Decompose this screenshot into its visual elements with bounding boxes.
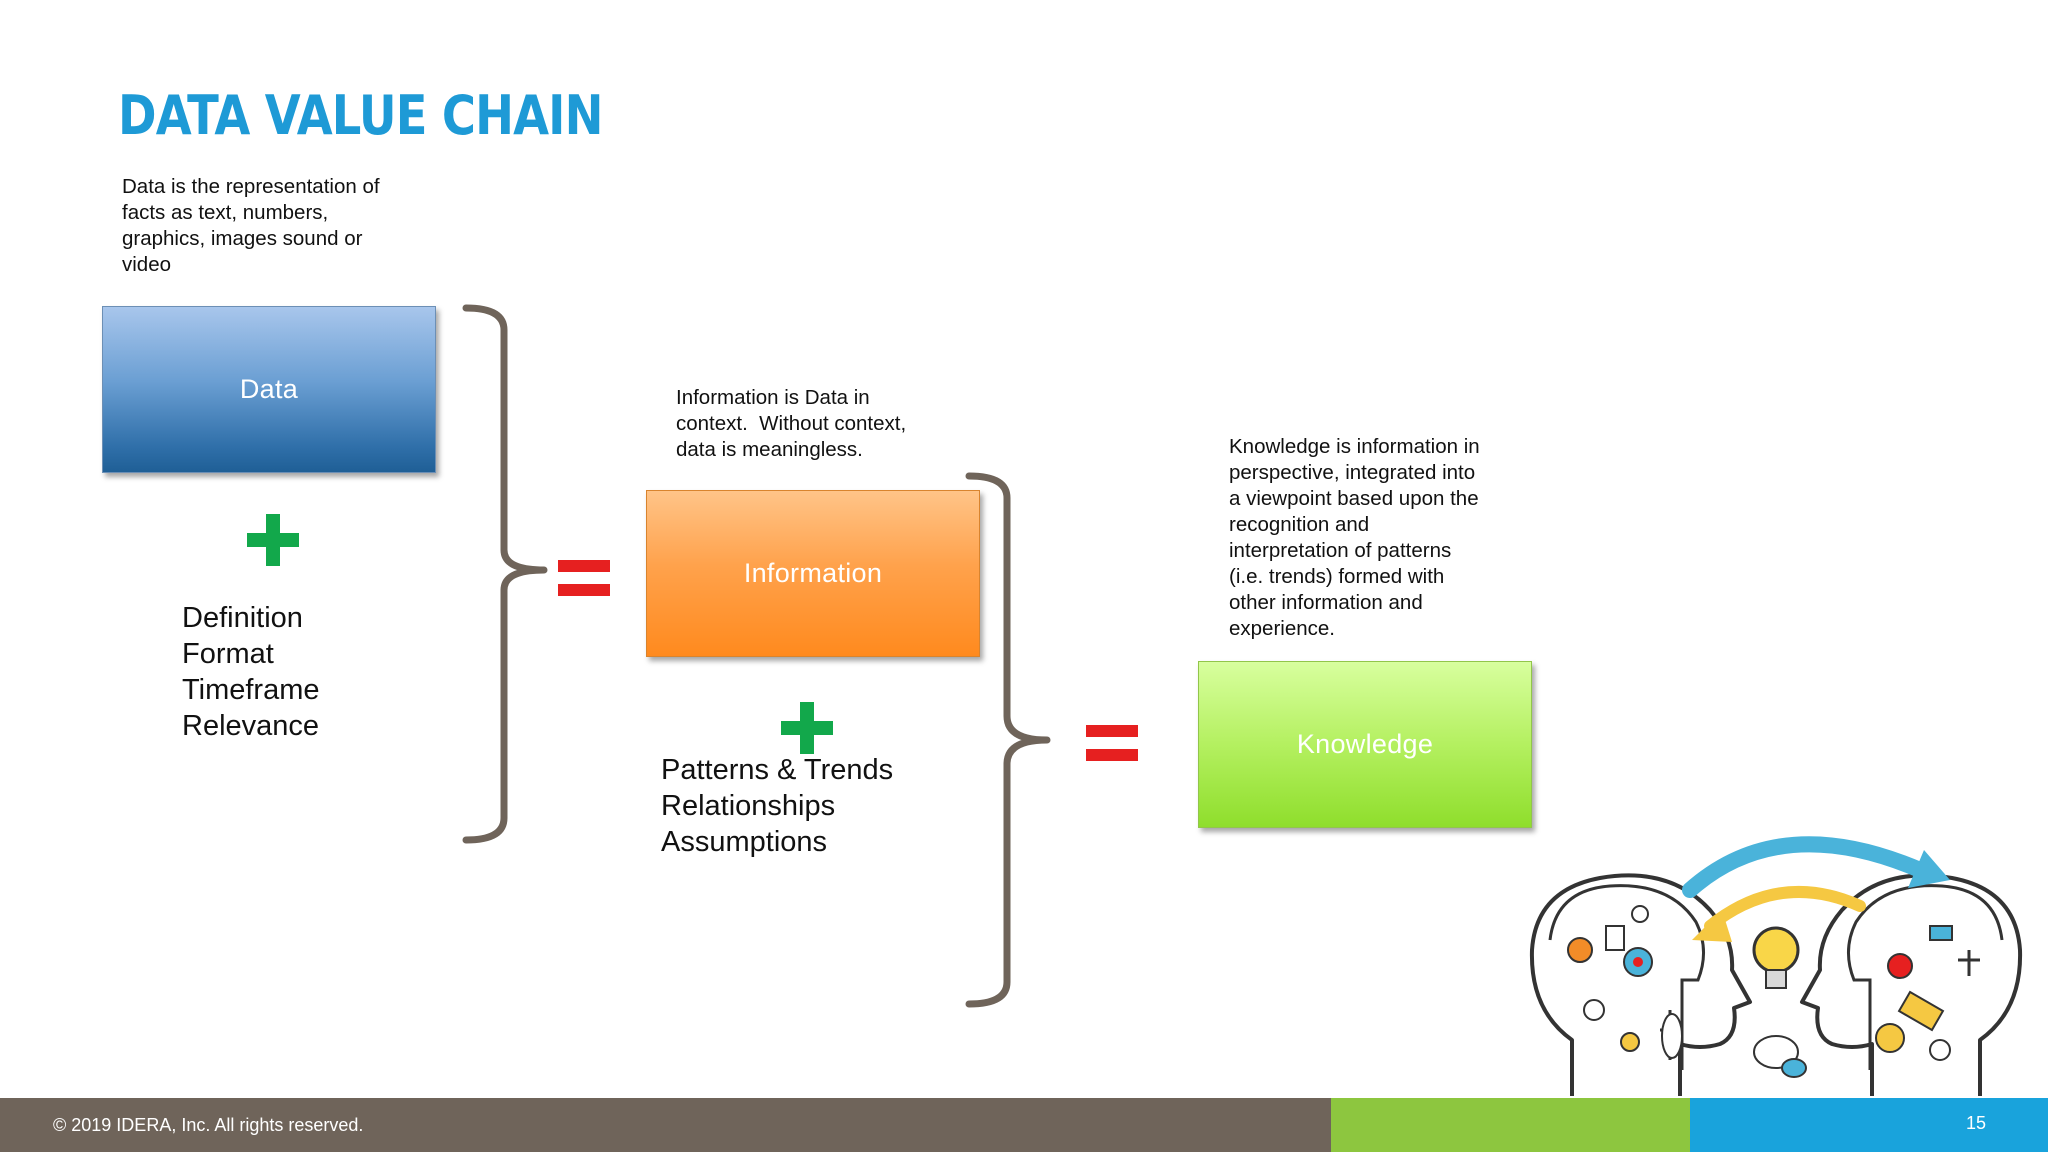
equals-icon [1086,725,1138,761]
footer-blue-segment [1690,1098,2048,1152]
information-box-label: Information [743,558,883,588]
page-number: 15 [1966,1113,1987,1133]
footer-bar: © 2019 IDERA, Inc. All rights reserved. … [0,1098,2048,1152]
plus-icon [781,702,833,754]
page-title: DATA VALUE CHAIN [118,84,603,147]
information-attributes: Patterns & Trends Relationships Assumpti… [661,754,894,858]
knowledge-box: Knowledge [1198,661,1532,828]
knowledge-box-label: Knowledge [1296,729,1434,759]
bracket-icon [965,472,1051,1008]
knowledge-description: Knowledge is information in perspective,… [1229,435,1480,640]
information-description: Information is Data in context. Without … [676,386,907,461]
footer-gray-segment [0,1098,1331,1152]
plus-icon [247,514,299,566]
two-heads-exchanging-ideas-icon [1529,836,2023,1096]
data-box: Data [102,306,436,473]
footer-green-segment [1331,1098,1690,1152]
data-attributes: Definition Format Timeframe Relevance [182,602,320,742]
bracket-icon [462,304,548,844]
data-box-label: Data [239,374,299,404]
equals-icon [558,560,610,596]
information-box: Information [646,490,980,657]
copyright-text: © 2019 IDERA, Inc. All rights reserved. [53,1115,364,1135]
data-description: Data is the representation of facts as t… [122,175,380,276]
